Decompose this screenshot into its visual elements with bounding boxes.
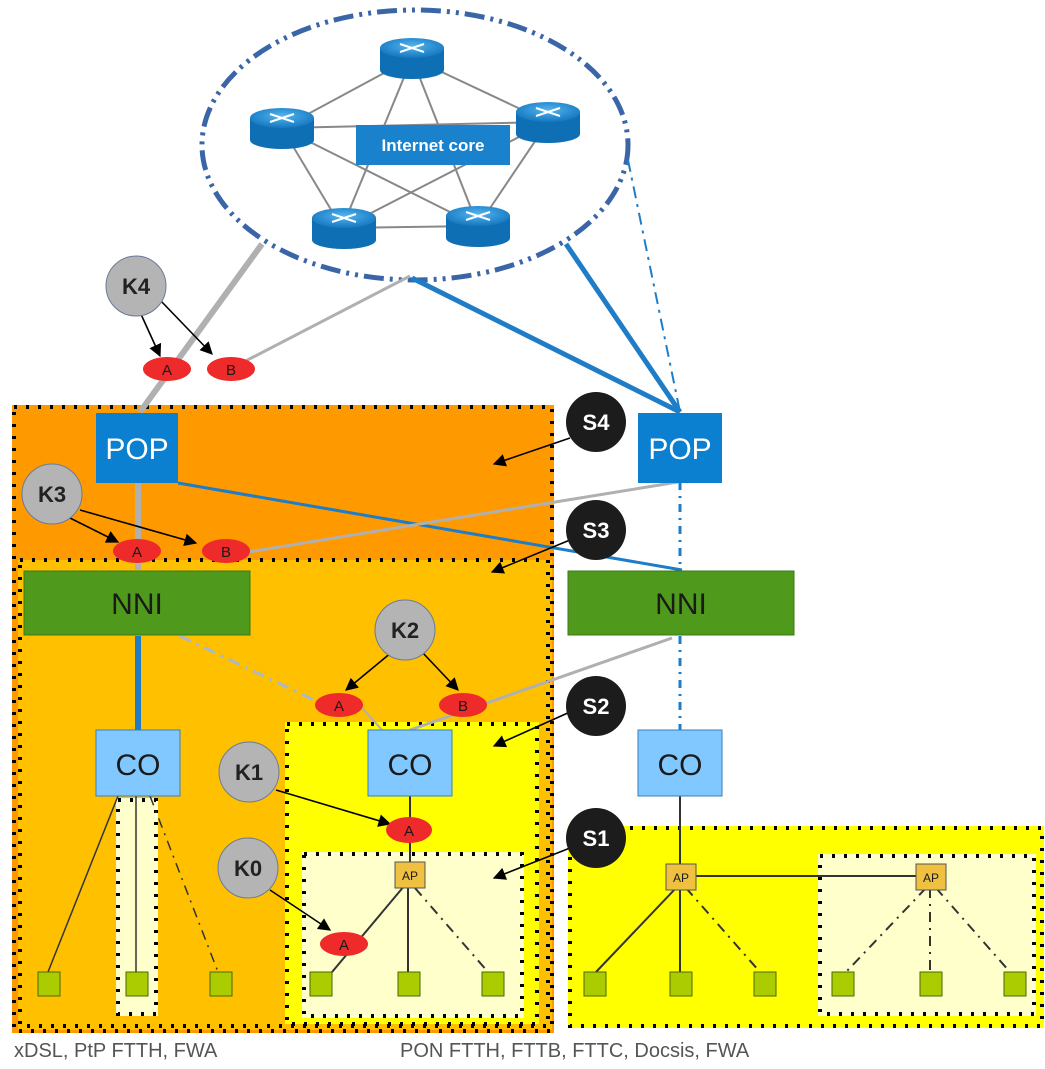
k3-label: K3 [38,482,66,507]
caption-right: PON FTTH, FTTB, FTTC, Docsis, FWA [400,1040,750,1062]
endpoint-square [831,971,855,997]
router-icon [446,206,510,247]
k2-circle [374,599,436,661]
router-icon [250,108,314,149]
nni-left-label: NNI [111,588,163,621]
k3-circle [21,463,83,525]
s-nodes: S4 S3 S2 S1 [566,392,626,868]
endpoint-square [1003,971,1027,997]
k1-label: K1 [235,760,263,785]
k3-point-a-label: A [132,544,142,561]
k2-point-b [439,693,487,717]
co-right-label: CO [658,749,703,782]
ap-right1-box [665,863,697,891]
s2-label: S2 [583,694,610,719]
k4-point-b-label: B [226,362,236,379]
ap-right2-label: AP [923,871,939,885]
caption-left: xDSL, PtP FTTH, FWA [14,1040,218,1062]
k4-point-a-label: A [162,362,172,379]
endpoint-square [919,971,943,997]
core-routers [250,38,580,249]
s1-label: S1 [583,826,610,851]
co-boundary-middle [285,722,539,1026]
k4-circle [105,255,167,317]
k3-point-a [113,539,161,563]
k4-point-a [143,357,191,381]
ap-right2-box [915,863,947,891]
endpoint-square [481,971,505,997]
pop-right-label: POP [648,433,711,466]
background-regions [12,405,1044,1033]
endpoint-square [583,971,607,997]
pop-right-box [638,413,722,483]
s4-circle [566,392,626,452]
nni-right-label: NNI [655,588,707,621]
ap-right1-label: AP [673,871,689,885]
arrows [65,299,571,931]
k4-point-b [207,357,255,381]
k0-circle [217,837,279,899]
endpoint-square [753,971,777,997]
k3-point-b [202,539,250,563]
k2-point-a [315,693,363,717]
k1-point-a-label: A [404,823,414,840]
co-middle-label: CO [388,749,433,782]
ap-boundary-middle [302,852,524,1018]
endpoints [37,971,1027,997]
k4-label: K4 [122,274,151,299]
handover-points: A B A B A B A A [113,357,487,956]
endpoint-square [669,971,693,997]
s3-circle [566,500,626,560]
co-right-box [637,729,723,797]
pop-boundary [12,405,554,1033]
pop-left-box [96,413,178,483]
nni-left-box [23,570,251,636]
endpoint-square [309,971,333,997]
wholesale-boundary [18,558,550,1028]
s4-label: S4 [583,410,611,435]
dotted-boundaries [12,405,1044,1033]
k1-circle [218,741,280,803]
k3-point-b-label: B [221,544,231,561]
s2-circle [566,676,626,736]
k2-point-b-label: B [458,698,468,715]
k-nodes: K4 K3 K2 K1 K0 [21,255,436,899]
s3-label: S3 [583,518,610,543]
pop-left-label: POP [105,433,168,466]
ap-middle-label: AP [402,869,418,883]
router-icon [380,38,444,79]
k0-point-a [320,932,368,956]
co-middle-box [367,729,453,797]
endpoint-square [397,971,421,997]
co-left-box [95,729,181,797]
k1-point-a [386,817,432,843]
co-left-label: CO [116,749,161,782]
endpoint-square [209,971,233,997]
router-icon [312,208,376,249]
k0-label: K0 [234,856,262,881]
nni-right-box [567,570,795,636]
k2-label: K2 [391,618,419,643]
internet-core-box [356,125,510,165]
line-boundary-left [116,798,158,1016]
s1-circle [566,808,626,868]
router-icon [516,102,580,143]
internet-core-label: Internet core [382,136,485,155]
k2-point-a-label: A [334,698,344,715]
endpoint-square [125,971,149,997]
ap-middle-box [394,861,426,889]
k0-point-a-label: A [339,937,349,954]
endpoint-square [37,971,61,997]
